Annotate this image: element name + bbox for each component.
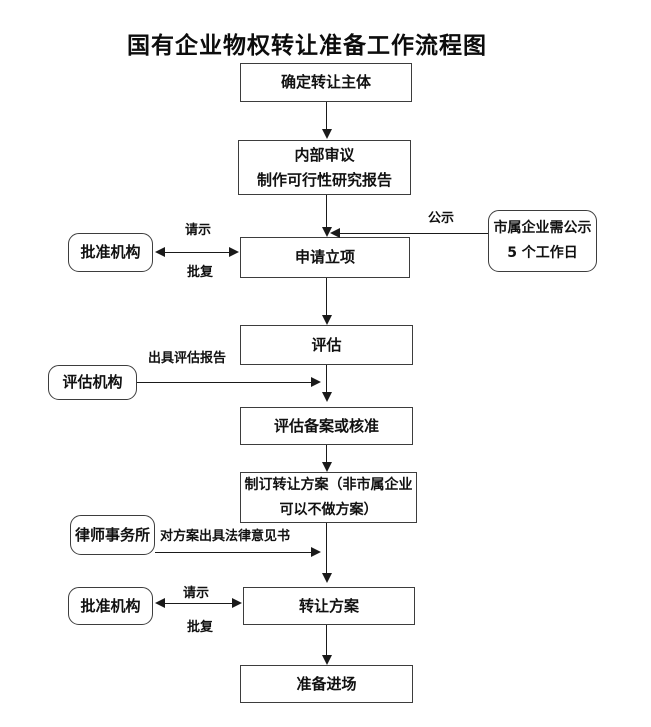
connector-filing-to-draftplan-line [326, 445, 327, 463]
node-prepare-entry-label: 准备进场 [296, 674, 357, 693]
connector-determine-to-review-arrowhead-icon [322, 129, 332, 139]
edge-label-issue-eval-report: 出具评估报告 [148, 351, 227, 366]
node-approval-org-bottom: 批准机构 [68, 587, 153, 625]
node-internal-review-label-line1: 内部审议 [294, 145, 355, 164]
connector-approval-top-right-arrowhead-icon [229, 247, 239, 257]
connector-lawfirm-line [155, 552, 311, 553]
node-prepare-entry: 准备进场 [240, 665, 413, 703]
connector-transferplan-to-entry-line [326, 625, 327, 656]
node-apply-project-label: 申请立项 [294, 248, 355, 266]
diagram-title: 国有企业物权转让准备工作流程图 [127, 33, 487, 59]
node-evaluation-org-label: 评估机构 [62, 373, 123, 391]
node-approval-org-bottom-label: 批准机构 [80, 596, 141, 615]
node-evaluation-filing-label: 评估备案或核准 [273, 416, 379, 435]
edge-label-reply-bottom: 批复 [187, 620, 214, 635]
node-public-notice-label-line2: 5 个工作日 [507, 245, 578, 261]
node-evaluation-filing: 评估备案或核准 [240, 407, 413, 445]
connector-evalorg-line [137, 382, 311, 383]
node-law-firm: 律师事务所 [70, 515, 155, 555]
edge-label-request-top: 请示 [185, 223, 212, 238]
connector-filing-to-draftplan-arrowhead-icon [322, 462, 332, 472]
node-draft-plan: 制订转让方案（非市属企业 可以不做方案） [240, 472, 417, 523]
node-draft-plan-label-line2: 可以不做方案） [279, 501, 378, 518]
node-approval-org-top-label: 批准机构 [80, 243, 141, 261]
node-transfer-plan-label: 转让方案 [298, 596, 359, 615]
edge-label-legal-opinion: 对方案出具法律意见书 [160, 529, 291, 544]
connector-evaluation-to-filing-line [326, 365, 327, 393]
connector-evaluation-to-filing-arrowhead-icon [322, 392, 332, 402]
node-apply-project: 申请立项 [240, 237, 410, 278]
connector-publicnotice-arrowhead-icon [330, 228, 340, 238]
node-evaluation: 评估 [240, 325, 413, 365]
connector-approval-top-line [164, 252, 230, 253]
node-draft-plan-label-line1: 制订转让方案（非市属企业 [244, 476, 413, 493]
node-internal-review-label-line2: 制作可行性研究报告 [256, 170, 392, 189]
node-approval-org-top: 批准机构 [68, 233, 153, 272]
node-determine-subject-label: 确定转让主体 [280, 73, 371, 91]
connector-draftplan-to-transferplan-arrowhead-icon [322, 573, 332, 583]
connector-determine-to-review-line [326, 102, 327, 132]
connector-evalorg-arrowhead-icon [311, 377, 321, 387]
connector-apply-to-evaluation-line [326, 278, 327, 316]
connector-approval-bottom-left-arrowhead-icon [155, 598, 165, 608]
node-transfer-plan: 转让方案 [243, 587, 415, 625]
connector-transferplan-to-entry-arrowhead-icon [322, 655, 332, 665]
connector-approval-top-left-arrowhead-icon [155, 247, 165, 257]
edge-label-public-notice: 公示 [428, 211, 455, 226]
connector-approval-bottom-right-arrowhead-icon [232, 598, 242, 608]
connector-review-to-apply-arrowhead-icon [322, 227, 332, 237]
node-law-firm-label: 律师事务所 [74, 525, 150, 544]
connector-lawfirm-arrowhead-icon [311, 547, 321, 557]
connector-draftplan-to-transferplan-line [326, 523, 327, 574]
connector-apply-to-evaluation-arrowhead-icon [322, 315, 332, 325]
connector-approval-bottom-line [164, 603, 233, 604]
node-internal-review: 内部审议 制作可行性研究报告 [238, 140, 411, 195]
node-determine-subject: 确定转让主体 [240, 63, 412, 102]
node-public-notice-label-line1: 市属企业需公示 [493, 220, 592, 236]
node-evaluation-org: 评估机构 [48, 365, 137, 400]
edge-label-reply-top: 批复 [187, 265, 214, 280]
node-public-notice: 市属企业需公示 5 个工作日 [488, 210, 597, 272]
connector-review-to-apply-line [326, 195, 327, 228]
edge-label-request-bottom: 请示 [183, 586, 210, 601]
connector-publicnotice-line [340, 233, 488, 234]
node-evaluation-label: 评估 [311, 335, 342, 354]
